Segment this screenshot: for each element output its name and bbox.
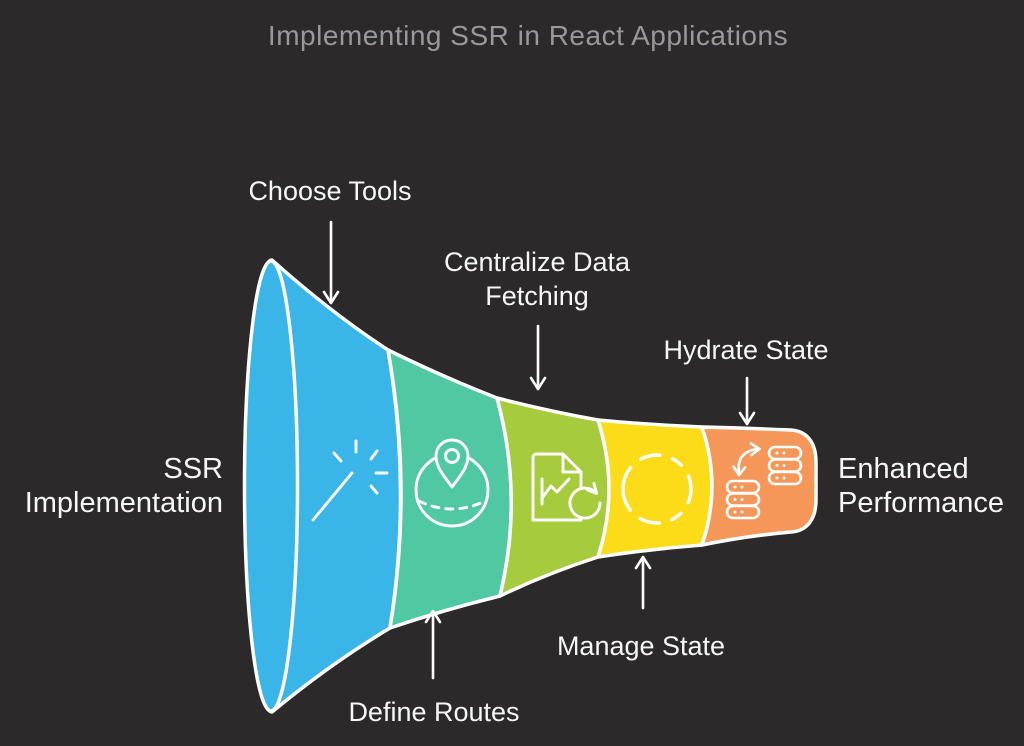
database-sync-icon bbox=[725, 442, 803, 520]
stage-label-define-routes: Define Routes bbox=[348, 697, 520, 727]
map-route-pin-icon bbox=[414, 438, 490, 528]
stage-label-manage-state: Manage State bbox=[556, 631, 726, 661]
arrow-hydrate-state bbox=[738, 376, 756, 426]
page-title: Implementing SSR in React Applications bbox=[267, 20, 789, 51]
stage-label-centralize-data-fetching: Centralize Data Fetching bbox=[443, 247, 631, 311]
arrow-manage-state bbox=[634, 555, 652, 610]
arrow-choose-tools bbox=[322, 220, 340, 305]
stage-manage-state-shape bbox=[596, 418, 714, 559]
funnel-end-label: Enhanced Performance bbox=[838, 453, 1005, 519]
stage-centralize-data-shape bbox=[495, 396, 611, 598]
stage-label-choose-tools: Choose Tools bbox=[248, 176, 412, 206]
dashed-circle-icon bbox=[621, 453, 693, 525]
stage-icons bbox=[311, 438, 803, 528]
funnel-mouth-rim bbox=[242, 259, 300, 713]
funnel-start-label: SSR Implementation bbox=[24, 453, 223, 519]
arrow-define-routes bbox=[424, 609, 442, 680]
magic-wand-icon bbox=[311, 439, 389, 522]
document-chart-refresh-icon bbox=[531, 452, 602, 522]
stage-label-hydrate-state: Hydrate State bbox=[663, 335, 829, 365]
callout-arrows bbox=[322, 220, 756, 680]
arrow-centralize-data bbox=[529, 324, 547, 391]
